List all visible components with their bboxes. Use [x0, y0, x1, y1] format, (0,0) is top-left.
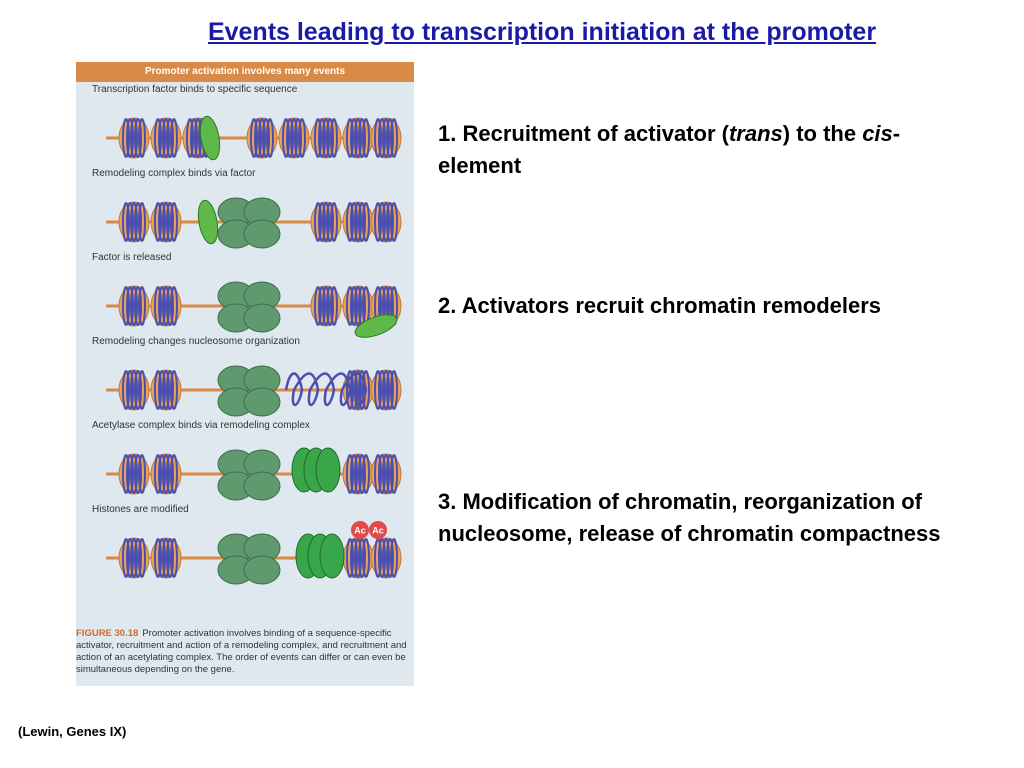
nucleosome [310, 201, 342, 243]
nucleosome [150, 117, 182, 159]
step-histones-modified: Histones are modified Ac Ac [76, 502, 414, 598]
chromatin-diagram: Ac Ac [106, 521, 402, 585]
figure-caption-label: FIGURE 30.18 [76, 628, 139, 639]
step-remodeler-binds: Remodeling complex binds via factor [76, 166, 414, 262]
acetylase-complex [291, 447, 341, 493]
nucleosome [150, 537, 182, 579]
nucleosome [118, 285, 150, 327]
remodeling-complex [217, 197, 281, 249]
point-1-prefix: 1. Recruitment of activator ( [438, 121, 729, 146]
activator-protein [199, 115, 221, 161]
acetyl-mark [369, 521, 387, 539]
nucleosome [342, 537, 374, 579]
step-factor-released: Factor is released [76, 250, 414, 346]
remodeling-complex [217, 365, 281, 417]
nucleosome [246, 117, 278, 159]
slide-title: Events leading to transcription initiati… [207, 18, 877, 46]
remodeling-complex [217, 449, 281, 501]
activator-protein [197, 199, 219, 245]
nucleosome [342, 453, 374, 495]
chromatin-diagram [106, 197, 402, 249]
point-1-suffix: -element [438, 121, 901, 178]
nucleosome [370, 201, 402, 243]
figure-caption-text: Promoter activation involves binding of … [76, 628, 407, 675]
nucleosome [118, 117, 150, 159]
step-label: Histones are modified [92, 504, 189, 515]
activator-protein [354, 314, 398, 338]
nucleosome [118, 537, 150, 579]
nucleosome [150, 285, 182, 327]
acetylase-complex [295, 533, 345, 579]
figure-header: Promoter activation involves many events [76, 62, 414, 82]
nucleosome [118, 201, 150, 243]
point-1-mid: ) to the [782, 121, 863, 146]
step-label: Remodeling complex binds via factor [92, 168, 256, 179]
chromatin-diagram [106, 447, 402, 501]
nucleosome [150, 369, 182, 411]
acetyl-label: Ac [354, 526, 366, 536]
step-label: Acetylase complex binds via remodeling c… [92, 420, 310, 431]
textbook-figure: Promoter activation involves many events… [76, 62, 422, 707]
nucleosome [342, 201, 374, 243]
chromatin-diagram [106, 281, 402, 338]
nucleosome [310, 285, 342, 327]
nucleosome [370, 453, 402, 495]
nucleosome [118, 369, 150, 411]
step-label: Transcription factor binds to specific s… [92, 84, 298, 95]
acetyl-label: Ac [372, 526, 384, 536]
step-label: Factor is released [92, 252, 172, 263]
point-1-cis: cis [862, 121, 893, 146]
nucleosome [150, 453, 182, 495]
point-3: 3. Modification of chromatin, reorganiza… [438, 489, 941, 546]
step-remodeling: Remodeling changes nucleosome organizati… [76, 334, 414, 430]
figure-panel: Transcription factor binds to specific s… [76, 82, 414, 686]
nucleosome [118, 453, 150, 495]
remodeling-complex [217, 281, 281, 333]
point-1: 1. Recruitment of activator (trans) to t… [438, 118, 978, 182]
nucleosome [370, 369, 402, 411]
point-1-trans: trans [728, 121, 783, 146]
step-label: Remodeling changes nucleosome organizati… [92, 336, 300, 347]
step-acetylase-binds: Acetylase complex binds via remodeling c… [76, 418, 414, 514]
step-factor-binds: Transcription factor binds to specific s… [76, 82, 414, 178]
chromatin-diagram [106, 365, 402, 417]
nucleosome [370, 537, 402, 579]
nucleosome [370, 117, 402, 159]
nucleosome [278, 117, 310, 159]
nucleosome [150, 201, 182, 243]
source-credit: (Lewin, Genes IX) [18, 724, 127, 739]
remodeling-complex [217, 533, 281, 585]
acetyl-mark [351, 521, 369, 539]
point-2: 2. Activators recruit chromatin remodele… [438, 293, 882, 318]
chromatin-diagram [106, 115, 402, 161]
nucleosome [342, 117, 374, 159]
nucleosome [310, 117, 342, 159]
unwrapped-dna [284, 372, 368, 407]
